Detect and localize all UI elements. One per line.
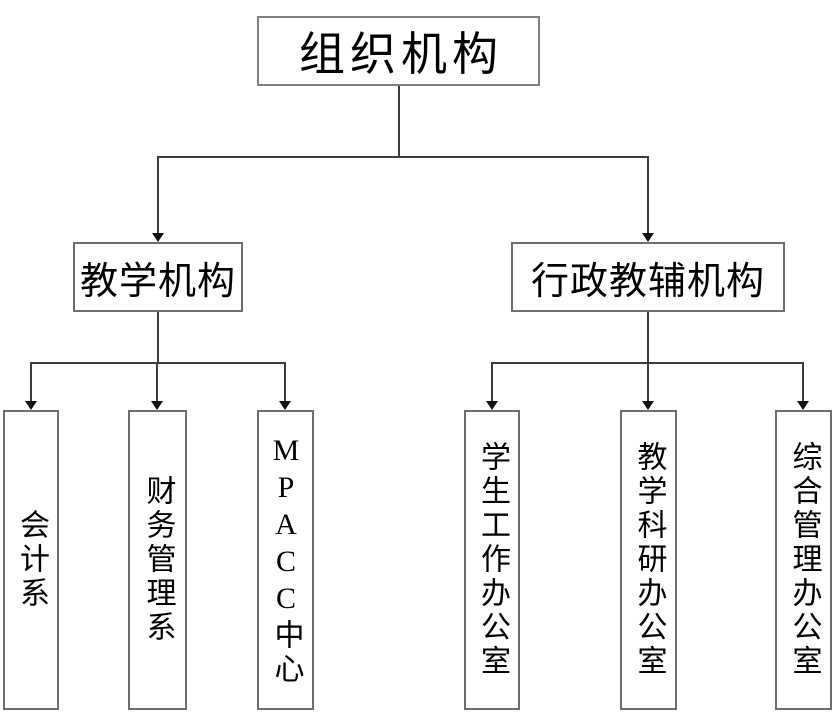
connector-drop-teaching (157, 156, 159, 234)
connector-teaching-hline (30, 362, 286, 364)
arrow-down-icon (152, 233, 164, 242)
leaf-box-accounting-dept: 会计系 (3, 410, 59, 710)
connector-drop-finance (156, 362, 158, 402)
arrow-down-icon (279, 401, 291, 410)
leaf-box-student-affairs-office: 学生工作办公室 (464, 410, 520, 710)
connector-drop-general (802, 362, 804, 402)
leaf-box-teaching-research-office: 教学科研办公室 (620, 410, 677, 710)
branch-admin-label: 行政教辅机构 (530, 260, 765, 303)
connector-drop-accounting (30, 362, 32, 402)
leaf-accounting-label: 会计系 (15, 509, 48, 611)
connector-drop-mpacc (284, 362, 286, 402)
leaf-finance-label: 财务管理系 (141, 475, 175, 645)
branch-teaching-label: 教学机构 (79, 260, 236, 303)
connector-drop-admin (647, 156, 649, 234)
connector-drop-research (647, 362, 649, 402)
org-root-box: 组织机构 (257, 16, 540, 86)
arrow-down-icon (642, 401, 654, 410)
leaf-mpacc-label: MPACC中心 (269, 433, 303, 687)
leaf-box-financial-mgmt-dept: 财务管理系 (128, 410, 187, 710)
org-root-label: 组织机构 (299, 28, 503, 80)
connector-admin-stem (647, 312, 649, 363)
leaf-student-label: 学生工作办公室 (476, 441, 509, 679)
arrow-down-icon (486, 401, 498, 410)
branch-box-teaching: 教学机构 (73, 242, 243, 312)
leaf-general-label: 综合管理办公室 (787, 441, 821, 679)
arrow-down-icon (151, 401, 163, 410)
leaf-research-label: 教学科研办公室 (632, 441, 666, 679)
leaf-box-general-mgmt-office: 综合管理办公室 (775, 410, 832, 710)
branch-box-admin: 行政教辅机构 (511, 242, 785, 312)
arrow-down-icon (25, 401, 37, 410)
connector-teaching-stem (157, 312, 159, 363)
arrow-down-icon (797, 401, 809, 410)
arrow-down-icon (642, 233, 654, 242)
connector-level1-hline (157, 156, 649, 158)
connector-drop-student (491, 362, 493, 402)
leaf-box-mpacc-center: MPACC中心 (257, 410, 314, 710)
connector-root-stem (398, 86, 400, 157)
